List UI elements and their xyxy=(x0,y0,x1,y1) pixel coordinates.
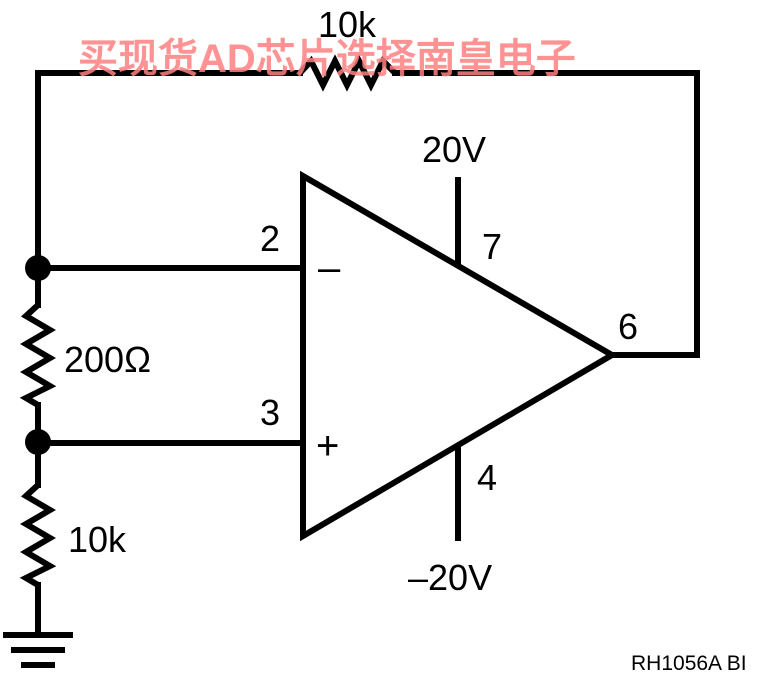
watermark-text: 买现货AD芯片选择南皇电子 xyxy=(78,37,576,81)
feedback-resistor-label: 10k xyxy=(318,4,377,45)
middle-resistor xyxy=(19,302,57,408)
feedback-wire-left xyxy=(35,70,303,271)
opamp-minus-sign: – xyxy=(318,246,341,290)
pin-vplus-label: 7 xyxy=(482,226,502,267)
junction-dot-upper xyxy=(25,255,51,281)
negative-supply-label: –20V xyxy=(408,557,492,598)
pin-vminus-label: 4 xyxy=(477,457,497,498)
pin-noninverting-label: 3 xyxy=(260,392,280,433)
pin-inverting-label: 2 xyxy=(260,218,280,259)
middle-resistor-label: 200Ω xyxy=(64,339,151,380)
opamp-plus-sign: + xyxy=(316,424,339,468)
pin-output-label: 6 xyxy=(618,306,638,347)
bottom-resistor-label: 10k xyxy=(68,519,127,560)
feedback-resistor xyxy=(297,54,398,92)
ground-icon xyxy=(3,632,73,668)
figure-reference-label: RH1056A BI xyxy=(631,652,747,675)
junction-dot-lower xyxy=(25,429,51,455)
bottom-resistor xyxy=(19,482,57,588)
positive-supply-label: 20V xyxy=(422,129,486,170)
feedback-wire-right xyxy=(392,70,700,358)
